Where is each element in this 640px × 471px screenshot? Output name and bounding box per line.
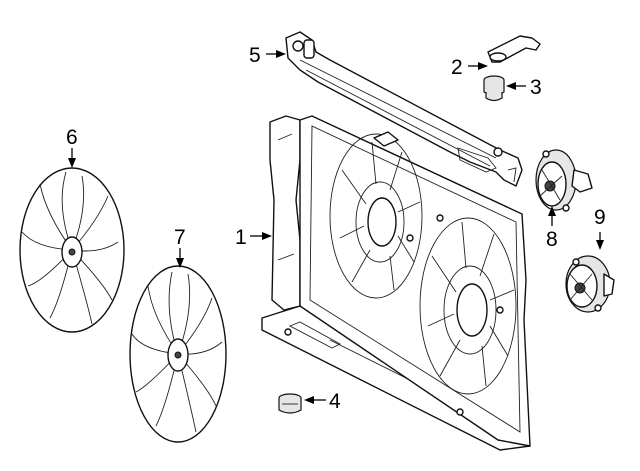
fan-motor-8 bbox=[535, 149, 593, 212]
callout-2: 2 bbox=[451, 56, 463, 79]
fan-blade-6 bbox=[19, 167, 125, 333]
upper-support-bar bbox=[285, 31, 523, 187]
callout-3: 3 bbox=[530, 76, 542, 99]
callout-5: 5 bbox=[249, 44, 261, 67]
callout-7: 7 bbox=[174, 226, 186, 249]
callout-8: 8 bbox=[546, 228, 558, 251]
callout-4: 4 bbox=[329, 390, 341, 413]
fan-blade-7 bbox=[129, 265, 227, 443]
fan-shroud bbox=[261, 115, 531, 451]
grommet-upper bbox=[483, 75, 505, 102]
callout-1: 1 bbox=[235, 226, 247, 249]
bracket bbox=[487, 35, 541, 63]
callout-6: 6 bbox=[66, 126, 78, 149]
grommet-lower bbox=[278, 393, 302, 414]
fan-motor-9 bbox=[565, 255, 615, 313]
callout-arrows bbox=[68, 50, 604, 404]
callout-9: 9 bbox=[594, 206, 606, 229]
